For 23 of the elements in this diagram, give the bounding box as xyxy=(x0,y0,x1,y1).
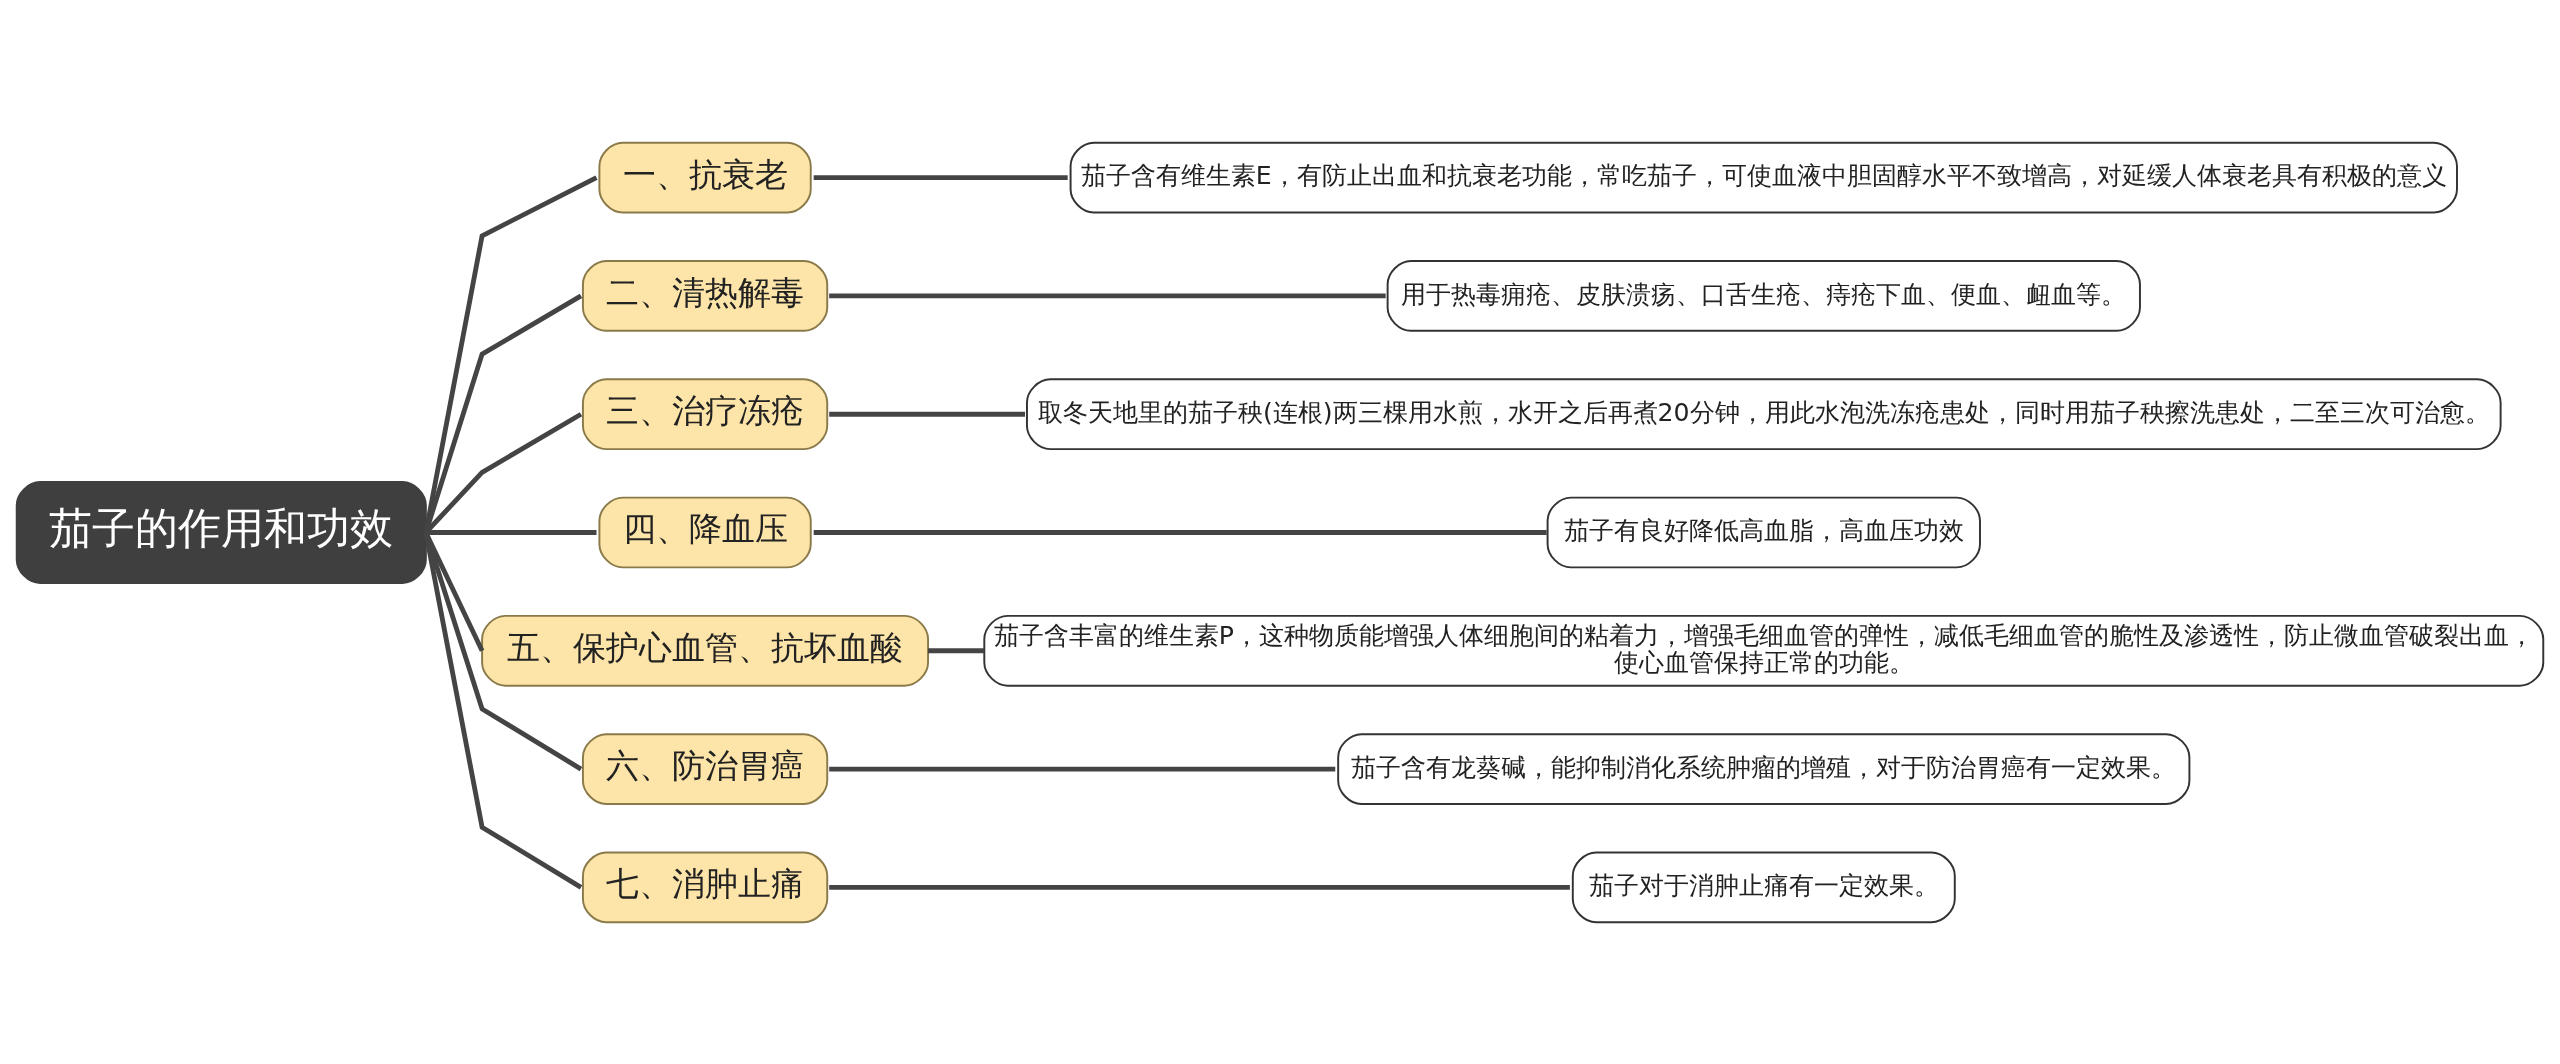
node-box: 二、清热解毒 xyxy=(581,259,829,332)
node-box: 茄子含丰富的维生素P，这种物质能增强人体细胞间的粘着力，增强毛细血管的弹性，减低毛细血管的脆性及渗透性，防止微血管破裂出血，使心血管保持正常的功能。 xyxy=(983,614,2545,687)
node-box: 四、降血压 xyxy=(598,496,812,568)
node-box: 茄子含有维生素E，有防止出血和抗衰老功能，常吃茄子，可使血液中胆固醇水平不致增高，对延缓人体衰老具有积极的意义 xyxy=(1069,141,2458,214)
connector xyxy=(829,766,1336,771)
connector xyxy=(423,175,598,533)
node-box: 七、消肿止痛 xyxy=(581,850,829,923)
node-box: 一、抗衰老 xyxy=(598,141,812,214)
connector xyxy=(829,293,1386,298)
node-box: 茄子有良好降低高血脂，高血压功效 xyxy=(1546,496,1981,568)
node-box: 茄子对于消肿止痛有一定效果。 xyxy=(1571,850,1956,923)
node-box: 五、保护心血管、抗坏血酸 xyxy=(481,614,930,687)
connector xyxy=(813,529,1547,535)
connector xyxy=(813,174,1068,180)
connector xyxy=(829,411,1025,417)
node-box: 取冬天地里的茄子秧(连根)两三棵用水煎，水开之后再煮20分钟，用此水泡洗冻疮患处，同时用茄子秧擦洗患处，二至三次可治愈。 xyxy=(1026,377,2502,450)
connector xyxy=(928,647,985,653)
node-box: 三、治疗冻疮 xyxy=(581,377,829,450)
node-box: 六、防治胃癌 xyxy=(581,732,829,805)
node-box: 用于热毒痈疮、皮肤溃疡、口舌生疮、痔疮下血、便血、衄血等。 xyxy=(1386,259,2141,332)
node-box: 茄子的作用和功效 xyxy=(15,480,427,584)
connector xyxy=(829,884,1570,890)
node-box: 茄子含有龙葵碱，能抑制消化系统肿瘤的增殖，对于防治胃癌有一定效果。 xyxy=(1337,732,2191,805)
